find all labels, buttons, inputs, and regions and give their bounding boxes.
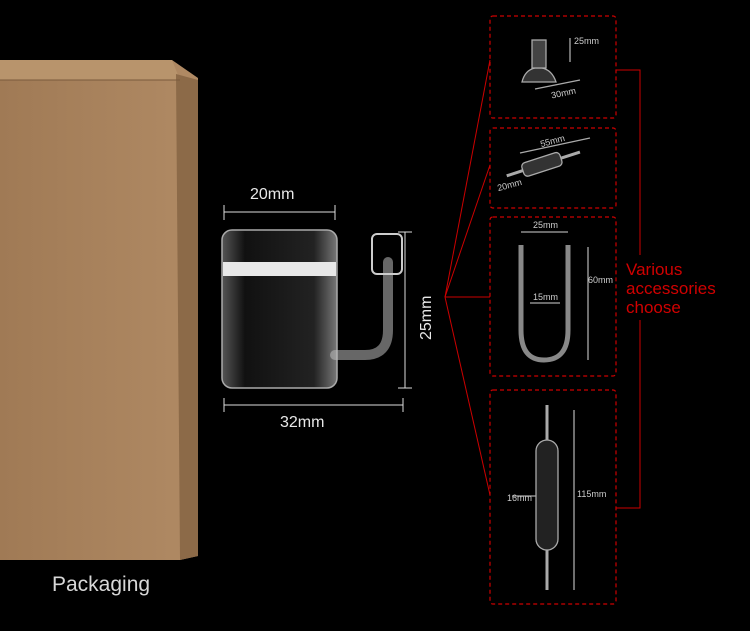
accessory-frames	[489, 15, 617, 605]
connector-lines	[444, 59, 641, 509]
u-tube-height: 60mm	[588, 275, 614, 285]
bubble-counter-diameter: 16mm	[507, 493, 533, 503]
heading-line: choose	[626, 298, 681, 317]
suction-cup-height: 25mm	[574, 36, 600, 46]
u-tube-inner: 15mm	[533, 292, 559, 302]
packaging-box	[0, 60, 198, 560]
packaging-label: Packaging	[52, 573, 151, 596]
glass-diffuser	[221, 229, 403, 389]
dim-height: 25mm	[418, 295, 435, 340]
dim-top-width: 20mm	[250, 186, 295, 203]
accessory-drawings	[506, 38, 591, 590]
u-tube-width: 25mm	[533, 220, 559, 230]
heading-line: Various	[626, 260, 683, 279]
heading-line: accessories	[626, 279, 716, 298]
dimension-lines	[223, 205, 412, 412]
bubble-counter-length: 115mm	[577, 489, 607, 499]
dim-bottom-width: 32mm	[280, 414, 325, 431]
accessories-heading: Various accessories choose	[626, 260, 746, 317]
